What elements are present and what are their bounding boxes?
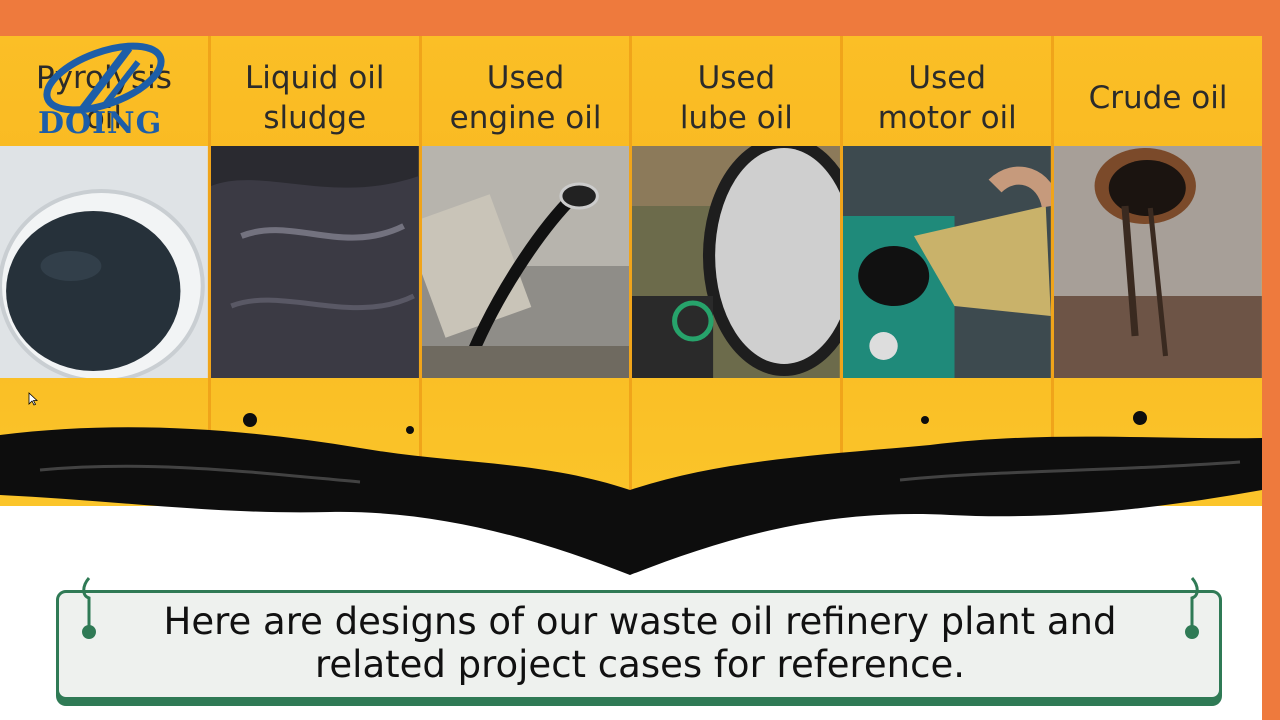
caption-text: Here are designs of our waste oil refine… bbox=[163, 600, 1117, 686]
column-used-engine-oil: Used engine oil bbox=[421, 36, 633, 506]
caption-box bbox=[56, 590, 1222, 700]
column-label: Crude oil bbox=[1088, 80, 1228, 116]
right-hook-icon bbox=[1185, 577, 1199, 639]
column-label: Used motor oil bbox=[877, 60, 1017, 136]
pyrolysis-oil-photo bbox=[0, 146, 208, 378]
crude-oil-photo bbox=[1054, 146, 1262, 378]
motor-oil-photo bbox=[843, 146, 1052, 378]
column-pyrolysis-oil: Pyrolysis oil bbox=[0, 36, 211, 506]
lube-oil-photo bbox=[632, 146, 841, 378]
oil-splash-graphic bbox=[0, 411, 1262, 575]
oil-sludge-photo bbox=[210, 146, 419, 378]
top-frame bbox=[0, 0, 1280, 36]
column-label: Used lube oil bbox=[679, 60, 793, 136]
column-used-motor-oil: Used motor oil bbox=[843, 36, 1055, 506]
column-used-lube-oil: Used lube oil bbox=[632, 36, 844, 506]
oil-types-row: Pyrolysis oil Liquid oil sludge Used eng… bbox=[0, 36, 1262, 506]
mouse-cursor-icon bbox=[28, 392, 38, 406]
column-liquid-oil-sludge: Liquid oil sludge bbox=[210, 36, 422, 506]
right-frame bbox=[1262, 0, 1280, 720]
column-label: Liquid oil sludge bbox=[244, 60, 385, 136]
brand-logo-text: DOING bbox=[38, 106, 163, 141]
brand-logo-icon bbox=[43, 42, 165, 114]
engine-oil-photo bbox=[421, 146, 630, 378]
column-label: Used engine oil bbox=[449, 60, 602, 136]
left-hook-icon bbox=[82, 577, 96, 639]
column-crude-oil: Crude oil bbox=[1054, 36, 1262, 506]
